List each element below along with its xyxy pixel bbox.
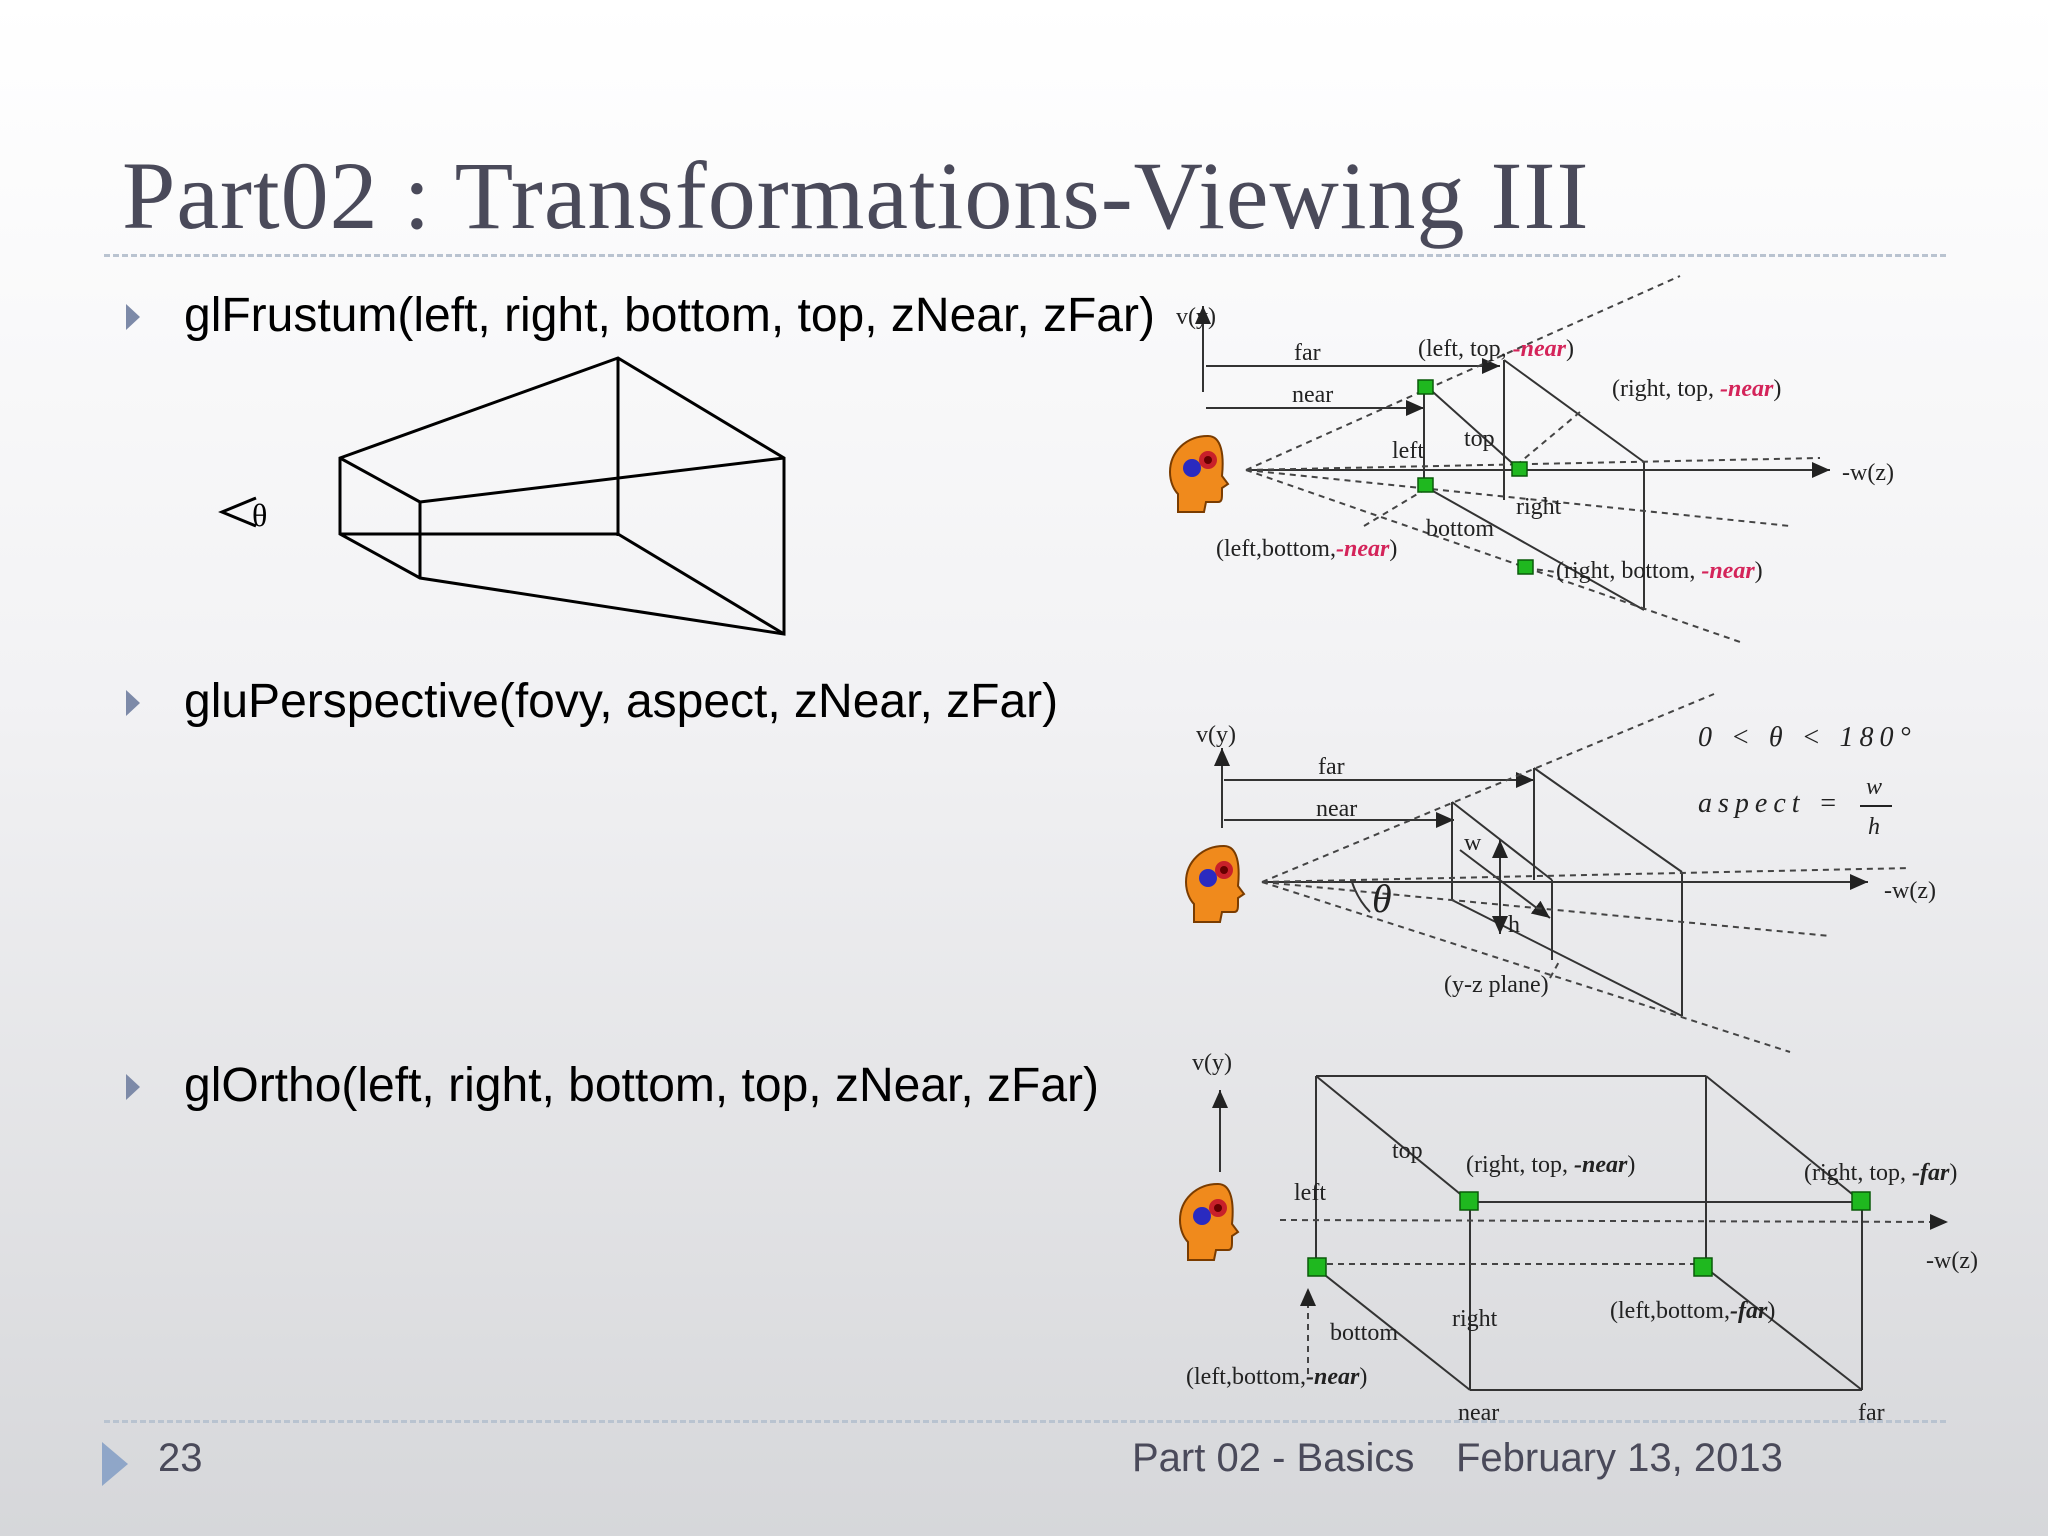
frustum-right-label: right — [1516, 494, 1562, 520]
bullet-gluperspective: gluPerspective(fovy, aspect, zNear, zFar… — [184, 675, 1059, 728]
perspective-aspect-label: aspect = — [1698, 788, 1843, 819]
frustum-right-bottom-near-label: (right, bottom, -near) — [1556, 558, 1763, 584]
perspective-h-label: h — [1508, 912, 1520, 938]
ortho-right-top-far-label: (right, top, -far) — [1804, 1160, 1957, 1186]
bullet-arrow-icon — [126, 690, 140, 716]
bullet-glfrustum: glFrustum(left, right, bottom, top, zNea… — [184, 289, 1155, 342]
frustum-right-top-near-label: (right, top, -near) — [1612, 376, 1781, 402]
title-divider — [104, 254, 1946, 257]
page-number: 23 — [158, 1436, 203, 1480]
perspective-far-label: far — [1318, 754, 1345, 780]
bullet-arrow-icon — [126, 304, 140, 330]
ortho-left-bottom-far-label: (left,bottom,-far) — [1610, 1298, 1775, 1324]
ortho-figure: v(y) -w(z) top left right bottom near fa… — [1179, 1050, 1978, 1426]
frustum-bottom-label: bottom — [1426, 516, 1494, 542]
bullet-glortho: glOrtho(left, right, bottom, top, zNear,… — [184, 1059, 1099, 1112]
ortho-axis-z-label: -w(z) — [1926, 1248, 1978, 1274]
perspective-aspect-numerator: w — [1866, 774, 1882, 800]
perspective-theta-label: θ — [1372, 876, 1392, 921]
perspective-near-label: near — [1316, 796, 1357, 822]
perspective-theta-range: 0 < θ < 180° — [1698, 722, 1917, 753]
perspective-aspect-denominator: h — [1868, 814, 1880, 840]
footer-arrow-icon — [102, 1442, 128, 1486]
frustum-axis-z-label: -w(z) — [1842, 460, 1894, 486]
ortho-left-bottom-near-label: (left,bottom,-near) — [1186, 1364, 1367, 1390]
ortho-right-top-near-label: (right, top, -near) — [1466, 1152, 1635, 1178]
frustum-figure: v(y) -w(z) far near left top right botto… — [1169, 275, 1894, 643]
frustum-left-label: left — [1392, 438, 1424, 464]
ortho-axis-y-label: v(y) — [1192, 1050, 1232, 1076]
ortho-right-label: right — [1452, 1306, 1498, 1332]
ortho-bottom-label: bottom — [1330, 1320, 1398, 1346]
perspective-w-label: w — [1464, 830, 1482, 856]
footer-section: Part 02 - Basics — [1132, 1436, 1415, 1480]
footer-divider — [104, 1420, 1946, 1423]
frustum-axis-y-label: v(y) — [1176, 304, 1216, 330]
perspective-plane-label: (y-z plane) — [1444, 972, 1549, 998]
frustum-sketch — [218, 356, 786, 636]
frustum-far-label: far — [1294, 340, 1321, 366]
slide-title: Part02 : Transformations-Viewing III — [122, 142, 1590, 249]
footer-date: February 13, 2013 — [1456, 1436, 1783, 1480]
frustum-near-label: near — [1292, 382, 1333, 408]
ortho-top-label: top — [1392, 1138, 1423, 1164]
perspective-axis-y-label: v(y) — [1196, 722, 1236, 748]
frustum-sketch-eye-label: θ — [252, 497, 267, 533]
frustum-left-bottom-near-label: (left,bottom,-near) — [1216, 536, 1397, 562]
perspective-figure: v(y) -w(z) far near w h θ (y-z plane) 0 … — [1185, 693, 1936, 1053]
bullet-arrow-icon — [126, 1074, 140, 1100]
perspective-axis-z-label: -w(z) — [1884, 878, 1936, 904]
frustum-top-label: top — [1464, 426, 1495, 452]
frustum-left-top-near-label: (left, top, -near) — [1418, 336, 1574, 362]
ortho-left-label: left — [1294, 1180, 1326, 1206]
